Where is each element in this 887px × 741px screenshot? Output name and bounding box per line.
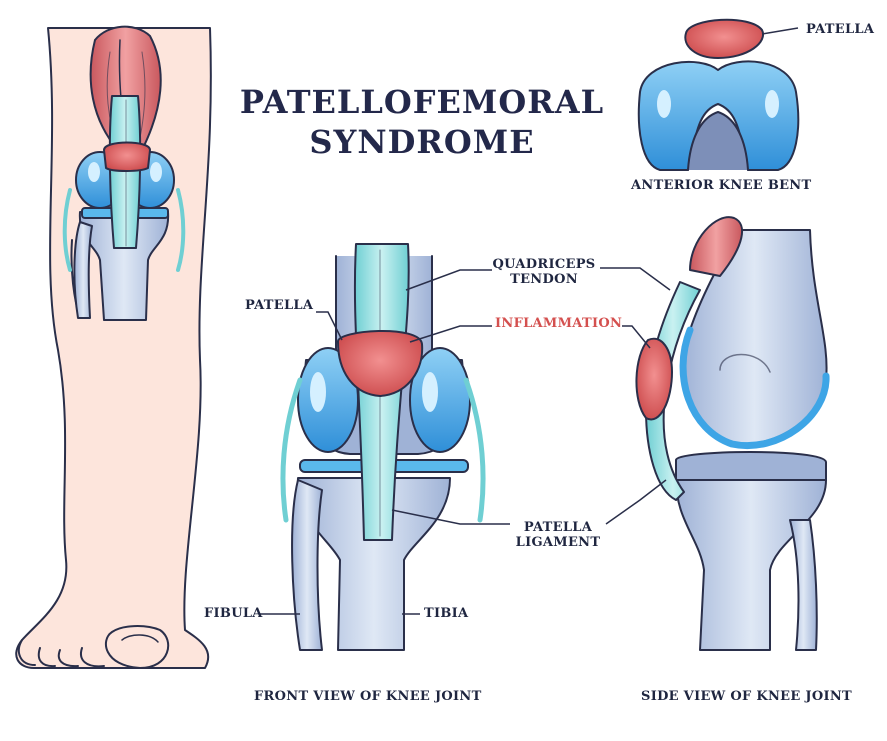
title-line-1: PATELLOFEMORAL [239, 83, 605, 121]
side-view-knee-illustration [635, 216, 830, 651]
label-quadriceps-line-2: TENDON [510, 272, 578, 287]
label-quadriceps-line-1: QUADRICEPS [492, 257, 596, 272]
title-line-2: SYNDROME [309, 123, 535, 161]
front-view-knee-illustration [280, 243, 486, 651]
label-patella-front: PATELLA [245, 298, 314, 313]
anterior-knee-bent-illustration [637, 18, 800, 171]
label-patella-ligament: PATELLA LIGAMENT [510, 520, 606, 550]
caption-front-view: FRONT VIEW OF KNEE JOINT [254, 689, 482, 704]
leg-illustration [15, 25, 212, 669]
label-anterior-knee-bent: ANTERIOR KNEE BENT [631, 178, 812, 193]
label-fibula: FIBULA [204, 606, 263, 621]
label-patella-ligament-line-2: LIGAMENT [515, 535, 601, 550]
label-patella-top: PATELLA [806, 22, 875, 37]
label-patella-ligament-line-1: PATELLA [523, 520, 593, 535]
label-inflammation: INFLAMMATION [495, 316, 623, 331]
label-tibia: TIBIA [424, 606, 469, 621]
page-title: PATELLOFEMORAL SYNDROME [232, 82, 612, 162]
label-quadriceps-tendon: QUADRICEPS TENDON [492, 257, 596, 287]
leader-lines [260, 27, 799, 615]
caption-side-view: SIDE VIEW OF KNEE JOINT [641, 689, 852, 704]
